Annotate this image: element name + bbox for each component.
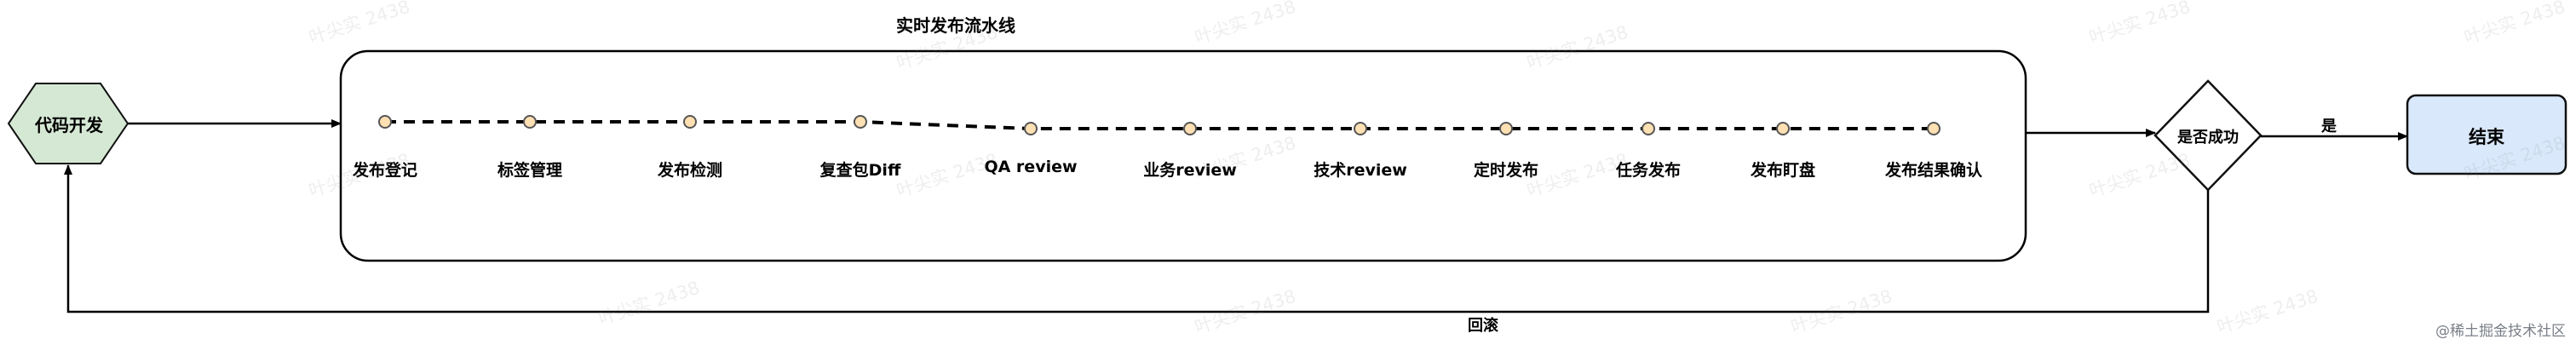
stage-label: 发布登记 <box>352 161 418 180</box>
stage-label: 技术review <box>1314 161 1407 180</box>
stage-label: QA review <box>984 158 1078 176</box>
stage-dot <box>1354 122 1367 135</box>
start-node-label: 代码开发 <box>35 115 103 135</box>
end-node-shape <box>2406 94 2567 175</box>
decision-node-label: 是否成功 <box>2177 129 2239 147</box>
stage-dot <box>854 115 867 129</box>
stage-label: 发布盯盘 <box>1750 161 1816 180</box>
stage-dot <box>523 115 537 129</box>
footer-credit: @稀土掘金技术社区 <box>2435 323 2566 340</box>
pipeline-title: 实时发布流水线 <box>896 15 1015 36</box>
stage-dot <box>378 115 392 129</box>
stage-dot <box>1642 122 1655 135</box>
rollback-label: 回滚 <box>1468 317 1498 335</box>
stage-label: 业务review <box>1143 161 1237 180</box>
stage-label: 任务发布 <box>1615 161 1682 180</box>
stage-dot <box>1499 122 1513 135</box>
stage-dot <box>1024 122 1038 135</box>
stage-dot <box>1183 122 1197 135</box>
end-node-label: 结束 <box>2469 127 2504 147</box>
stage-dot <box>1927 122 1941 135</box>
stage-label: 复查包Diff <box>819 161 901 180</box>
stage-label: 发布检测 <box>657 161 723 180</box>
stage-dot <box>1776 122 1790 135</box>
stage-dot <box>683 115 697 129</box>
pipeline-dashed-line <box>385 120 1934 130</box>
stage-label: 标签管理 <box>497 161 563 180</box>
stage-label: 发布结果确认 <box>1884 161 1983 180</box>
rollback-arrow <box>64 164 2210 313</box>
stage-label: 定时发布 <box>1473 161 1539 180</box>
pipeline-container <box>339 49 2027 262</box>
yes-label: 是 <box>2321 118 2337 135</box>
stage-dots <box>378 115 1941 135</box>
